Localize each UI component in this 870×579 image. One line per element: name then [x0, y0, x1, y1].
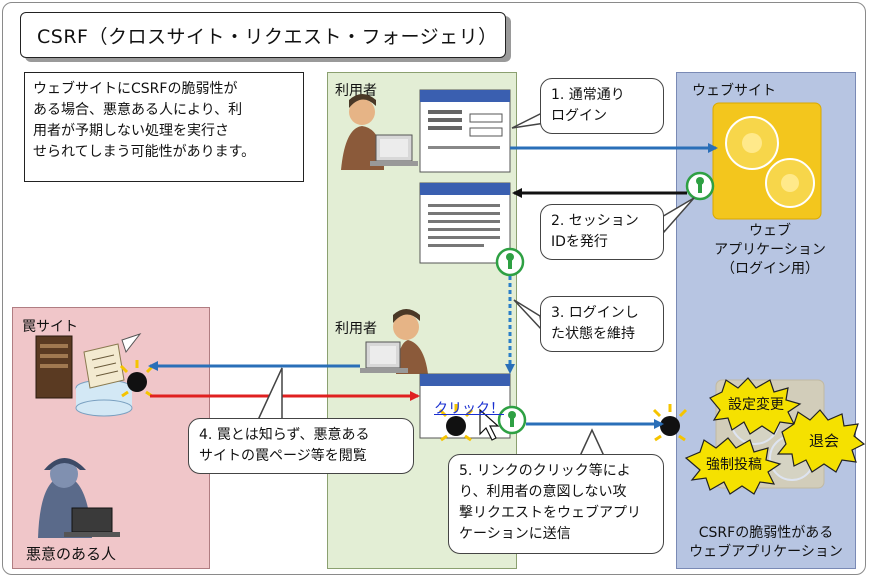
- callout-tail: [256, 367, 283, 421]
- description-box: ウェブサイトにCSRFの脆弱性が ある場合、悪意ある人により、利 用者が予期しな…: [24, 72, 304, 182]
- session-page-window: [419, 182, 511, 264]
- action-burst: [684, 437, 782, 495]
- callout-tail: [659, 197, 695, 234]
- action-burst: [776, 409, 866, 473]
- step-text: ケーションに送信: [459, 526, 571, 542]
- callout-tail: [578, 428, 606, 457]
- user-person-icon: [360, 309, 428, 374]
- step-text: サイトの罠ページ等を閲覧: [199, 448, 367, 464]
- diagram-title: CSRF（クロスサイト・リクエスト・フォージェリ）: [20, 12, 506, 58]
- step-text: 撃リクエストをウェブアプリ: [459, 505, 641, 521]
- vulnerable-webapp-label: CSRFの脆弱性がある ウェブアプリケーション: [680, 524, 852, 562]
- vulnerable-webapp-label-line: ウェブアプリケーション: [689, 544, 843, 560]
- description-line: ウェブサイトにCSRFの脆弱性が: [33, 81, 238, 97]
- user-label: 利用者: [335, 321, 377, 337]
- description-line: せられてしまう可能性があります。: [33, 144, 256, 160]
- step-4-callout: 4. 罠とは知らず、悪意ある サイトの罠ページ等を閲覧: [188, 418, 414, 474]
- step-2-callout: 2. セッション IDを発行: [540, 204, 664, 260]
- step-text: り、利用者の意図しない攻: [459, 484, 627, 500]
- action-label-settings-change: 設定変更: [728, 397, 784, 413]
- step-text: IDを発行: [551, 234, 608, 250]
- action-burst: [709, 377, 802, 435]
- vulnerable-webapp-label-line: CSRFの脆弱性がある: [698, 525, 834, 541]
- step-1-callout: 1. 通常通り ログイン: [540, 78, 664, 134]
- mouse-cursor-icon: [479, 408, 500, 441]
- website-label: ウェブサイト: [692, 83, 776, 99]
- step-text: 2. セッション: [551, 213, 639, 229]
- step-text: 3. ログインし: [551, 305, 639, 321]
- action-label-forced-post: 強制投稿: [706, 457, 762, 473]
- user-person-icon: [341, 94, 418, 170]
- web-app-gear-icon: [712, 102, 822, 220]
- description-line: 用者が予期しない処理を実行さ: [33, 123, 229, 139]
- attacker-label: 悪意のある人: [26, 545, 117, 563]
- action-label-unsubscribe: 退会: [808, 432, 839, 450]
- trap-click-link[interactable]: クリック！: [434, 401, 504, 417]
- step-text: 4. 罠とは知らず、悪意ある: [199, 427, 370, 443]
- step-text: 5. リンクのクリック等によ: [459, 463, 631, 479]
- step-3-callout: 3. ログインし た状態を維持: [540, 296, 664, 352]
- key-icon: [497, 405, 527, 435]
- attacker-icon: [38, 458, 120, 538]
- step-5-callout: 5. リンクのクリック等によ り、利用者の意図しない攻 撃リクエストをウェブアプ…: [448, 454, 664, 554]
- step-text: ログイン: [551, 108, 607, 124]
- login-webapp-label-line: ウェブ: [749, 223, 791, 239]
- trap-site-label: 罠サイト: [22, 319, 78, 335]
- step-text: 1. 通常通り: [551, 87, 625, 103]
- trap-server-icon: [35, 333, 142, 417]
- key-icon: [495, 247, 525, 277]
- bomb-icon: [652, 404, 688, 442]
- step-text: た状態を維持: [551, 326, 635, 342]
- login-webapp-label-line: （ログイン用）: [721, 261, 819, 277]
- bomb-icon: [438, 404, 474, 442]
- login-page-window: [419, 89, 511, 173]
- description-line: ある場合、悪意ある人により、利: [33, 102, 243, 118]
- login-webapp-label-line: アプリケーション: [714, 242, 826, 258]
- key-icon: [685, 171, 715, 201]
- login-webapp-label: ウェブ アプリケーション （ログイン用）: [700, 222, 840, 279]
- callout-tail: [513, 299, 544, 333]
